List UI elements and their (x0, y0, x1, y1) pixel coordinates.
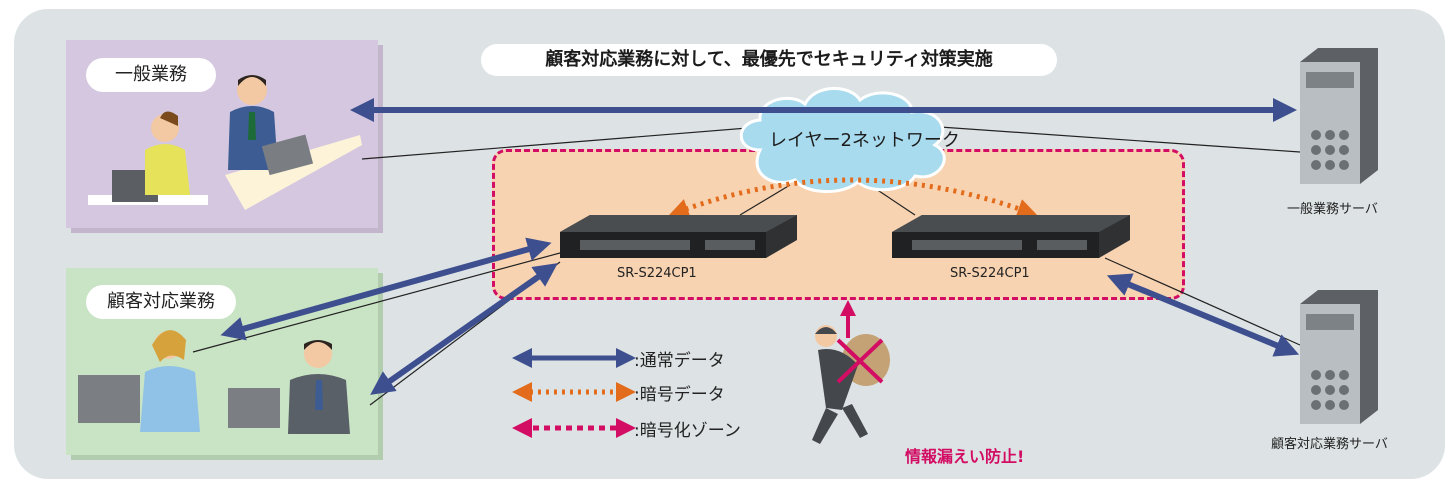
legend-zone-label: :暗号化ゾーン (634, 421, 741, 441)
general-work-label: 一般業務 (86, 58, 216, 92)
server-label-general: 一般業務サーバ (1287, 202, 1378, 217)
normal-data-arrows (220, 98, 1300, 395)
switch-device-2 (892, 215, 1130, 258)
legend-encrypted-label: :暗号データ (634, 385, 725, 405)
switch-label-1: SR-S224CP1 (617, 266, 697, 281)
customer-work-label: 顧客対応業務 (86, 285, 236, 319)
server-customer (1300, 290, 1378, 424)
page-title: 顧客対応業務に対して、最優先でセキュリティ対策実施 (481, 44, 1057, 76)
warning-text: 情報漏えい防止! (905, 447, 1025, 466)
switch-label-2: SR-S224CP1 (950, 266, 1030, 281)
server-label-customer: 顧客対応業務サーバ (1271, 437, 1388, 452)
server-general (1300, 48, 1378, 184)
legend-normal-label: :通常データ (634, 351, 725, 371)
encrypted-data-arc (668, 177, 1038, 219)
legend-arrows (512, 348, 636, 438)
thief-figure (812, 300, 890, 444)
network-label: レイヤー2ネットワーク (769, 130, 960, 151)
switch-device-1 (560, 215, 797, 258)
office-workers-general (88, 75, 362, 210)
office-workers-customer (78, 330, 350, 434)
network-lines (192, 126, 1301, 406)
